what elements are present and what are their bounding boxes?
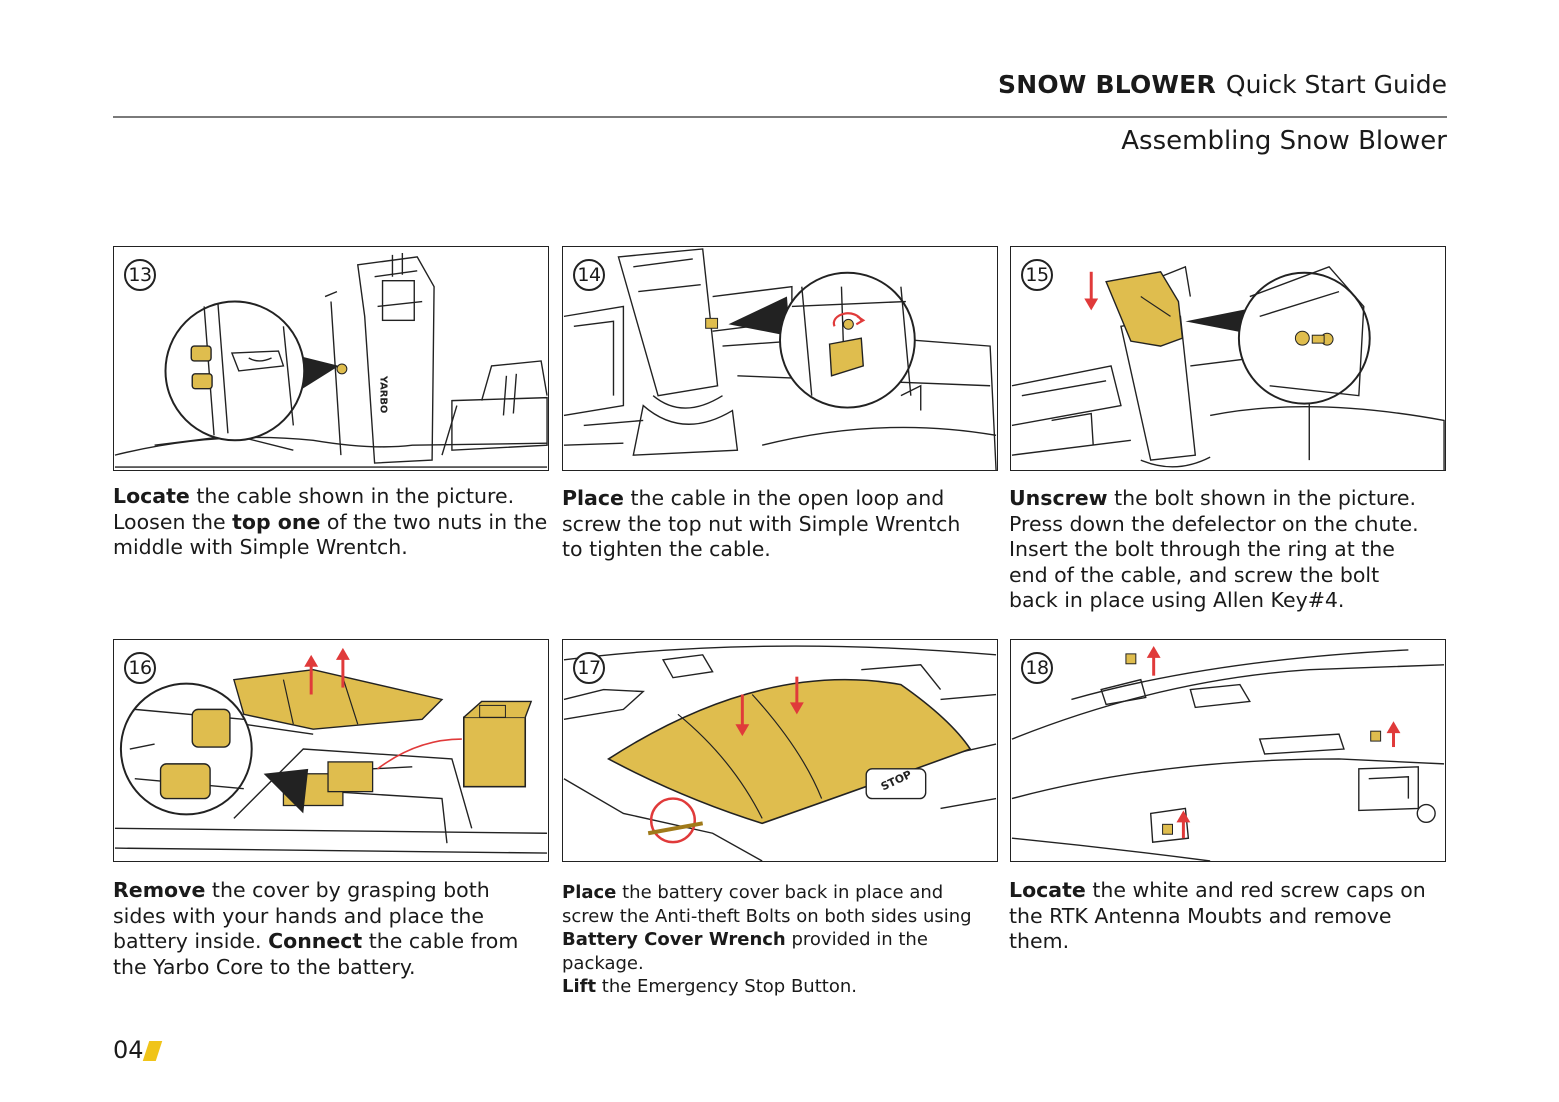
battery-install-illustration — [114, 647, 548, 854]
caption-text: the Yarbo Core to the battery. — [113, 954, 416, 979]
document-title: SNOW BLOWER Quick Start Guide — [998, 70, 1447, 99]
caption-emphasis: Remove — [113, 878, 206, 902]
caption-line: Lift the Emergency Stop Button. — [562, 975, 972, 999]
rtk-antenna-caps-illustration — [1011, 645, 1445, 861]
caption-line: Place the cable in the open loop and — [562, 486, 960, 512]
step-15-illustration: 15 — [1010, 246, 1446, 471]
caption-text: the bolt shown in the picture. — [1107, 486, 1416, 510]
caption-text: the cable from — [362, 929, 519, 953]
header-divider — [113, 116, 1447, 118]
caption-line: Remove the cover by grasping both — [113, 878, 518, 904]
step-15-caption: Unscrew the bolt shown in the picture.Pr… — [1009, 486, 1419, 614]
caption-text: screw the Anti-theft Bolts on both sides… — [562, 905, 972, 927]
caption-text: to tighten the cable. — [562, 537, 771, 561]
caption-text: package. — [562, 952, 644, 974]
caption-line: Insert the bolt through the ring at the — [1009, 537, 1419, 563]
caption-emphasis: Battery Cover Wrench — [562, 929, 786, 950]
guide-title: Quick Start Guide — [1225, 70, 1447, 99]
step-number-badge: 18 — [1021, 652, 1053, 684]
step-number-badge: 17 — [573, 652, 605, 684]
caption-line: package. — [562, 952, 972, 976]
caption-emphasis: Locate — [113, 484, 190, 508]
brand-title: SNOW BLOWER — [998, 70, 1216, 99]
caption-text: the cable in the open loop and — [623, 486, 945, 510]
step-16-illustration: 16 — [113, 639, 549, 862]
caption-line: screw the top nut with Simple Wrentch — [562, 512, 960, 538]
caption-text: battery inside. — [113, 929, 269, 953]
step-14-illustration: 14 — [562, 246, 998, 471]
caption-emphasis: Place — [562, 486, 624, 510]
caption-line: screw the Anti-theft Bolts on both sides… — [562, 905, 972, 929]
deflector-bolt-illustration — [1011, 265, 1445, 470]
caption-line: the Yarbo Core to the battery. — [113, 955, 518, 981]
caption-text: the white and red screw caps on — [1085, 878, 1426, 902]
caption-text: of the two nuts in the — [320, 509, 548, 534]
caption-text: the cable shown in the picture. — [189, 484, 515, 508]
caption-line: Unscrew the bolt shown in the picture. — [1009, 486, 1419, 512]
caption-line: middle with Simple Wrentch. — [113, 535, 547, 561]
caption-line: Press down the defelector on the chute. — [1009, 512, 1419, 538]
caption-line: them. — [1009, 929, 1426, 955]
caption-line: battery inside. Connect the cable from — [113, 929, 518, 955]
caption-text: the battery cover back in place and — [616, 882, 944, 903]
caption-text: Loosen the — [113, 509, 233, 534]
battery-cover-illustration: STOP — [563, 645, 997, 861]
section-title: Assembling Snow Blower — [1121, 126, 1447, 156]
caption-text: the cover by grasping both — [205, 878, 490, 902]
caption-text: provided in the — [785, 929, 928, 950]
step-number-badge: 14 — [573, 259, 605, 291]
chute-loop-cable-illustration — [563, 248, 997, 470]
caption-line: sides with your hands and place the — [113, 904, 518, 930]
caption-line: the RTK Antenna Moubts and remove — [1009, 904, 1426, 930]
caption-line: Locate the white and red screw caps on — [1009, 878, 1426, 904]
caption-line: Battery Cover Wrench provided in the — [562, 928, 972, 952]
snow-blower-chute-cable-illustration: YARBO — [114, 252, 548, 468]
caption-emphasis: top one — [232, 509, 321, 534]
step-number-badge: 16 — [124, 652, 156, 684]
step-13-illustration: YARBO 13 — [113, 246, 549, 471]
caption-line: Place the battery cover back in place an… — [562, 881, 972, 905]
caption-line: Locate the cable shown in the picture. — [113, 484, 547, 510]
caption-line: back in place using Allen Key#4. — [1009, 588, 1419, 614]
page-number: 04 — [113, 1036, 144, 1064]
caption-line: end of the cable, and screw the bolt — [1009, 563, 1419, 589]
caption-text: the Emergency Stop Button. — [596, 976, 857, 997]
step-17-caption: Place the battery cover back in place an… — [562, 881, 972, 999]
caption-text: screw the top nut with Simple Wrentch — [562, 511, 961, 536]
caption-text: Insert the bolt through the ring at the — [1009, 537, 1395, 561]
step-18-illustration: 18 — [1010, 639, 1446, 862]
caption-emphasis: Locate — [1009, 878, 1086, 902]
caption-text: the RTK Antenna Moubts and remove — [1009, 903, 1392, 928]
caption-emphasis: Connect — [268, 929, 363, 953]
page-accent-mark — [142, 1041, 163, 1061]
caption-text: end of the cable, and screw the bolt — [1009, 562, 1380, 587]
step-17-illustration: STOP 17 — [562, 639, 998, 862]
caption-text: sides with your hands and place the — [113, 903, 484, 928]
step-13-caption: Locate the cable shown in the picture.Lo… — [113, 484, 547, 561]
caption-text: back in place using Allen Key#4. — [1009, 588, 1345, 612]
caption-line: Loosen the top one of the two nuts in th… — [113, 510, 547, 536]
caption-emphasis: Unscrew — [1009, 486, 1108, 510]
caption-emphasis: Place — [562, 882, 617, 903]
caption-emphasis: Lift — [562, 976, 597, 997]
caption-text: them. — [1009, 929, 1070, 953]
step-number-badge: 13 — [124, 259, 156, 291]
caption-text: middle with Simple Wrentch. — [113, 535, 408, 559]
caption-line: to tighten the cable. — [562, 537, 960, 563]
step-number-badge: 15 — [1021, 259, 1053, 291]
yarbo-brand-mark: YARBO — [378, 375, 389, 413]
caption-text: Press down the defelector on the chute. — [1009, 511, 1419, 536]
